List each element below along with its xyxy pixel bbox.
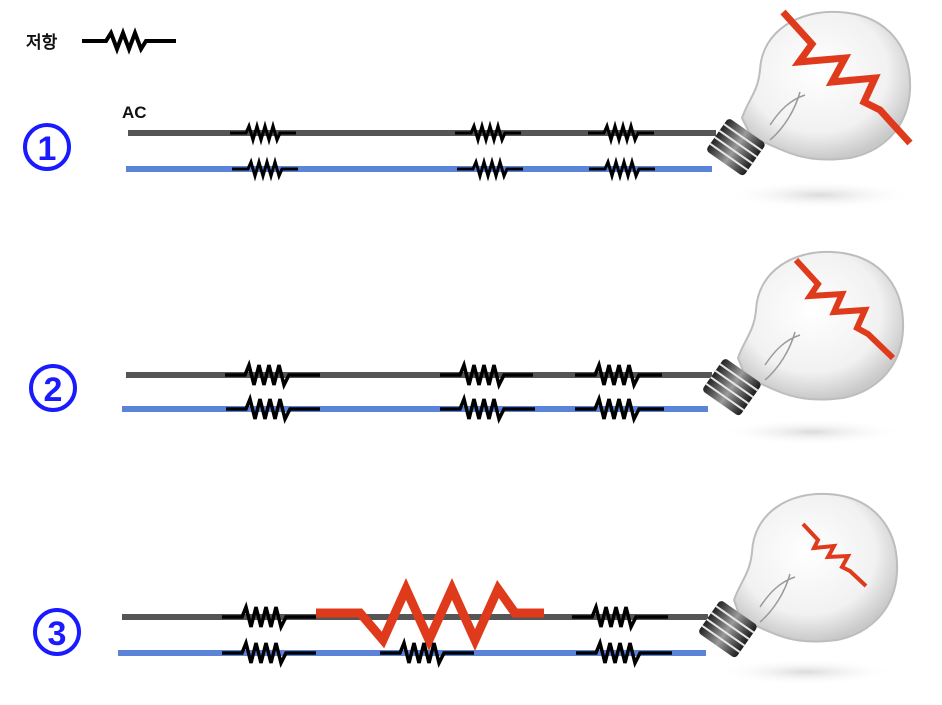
circuit-3: 3 <box>33 492 899 685</box>
legend-resistor-icon <box>82 27 176 55</box>
ac-label: AC <box>122 103 147 122</box>
light-bulb-icon <box>703 250 905 445</box>
bulb-resistor-icon <box>780 9 913 146</box>
circuit-number: 2 <box>44 371 63 409</box>
legend-label: 저항 <box>26 32 58 53</box>
circuit-number: 1 <box>38 130 57 168</box>
resistor-icon <box>222 637 316 669</box>
legend: 저항 <box>26 27 176 55</box>
resistor-icon <box>575 359 662 391</box>
resistor-icon <box>457 156 523 182</box>
resistor-icon <box>230 120 296 146</box>
resistor-icon <box>225 359 320 391</box>
circuit-1: AC 1 <box>23 9 915 209</box>
resistor-icon <box>455 120 521 146</box>
resistor-icon <box>232 156 298 182</box>
resistor-highlight-icon <box>316 578 544 651</box>
resistor-icon <box>222 601 316 633</box>
resistor-icon <box>575 393 664 425</box>
light-bulb-icon <box>699 492 899 685</box>
circled-number-1-icon: 1 <box>23 123 71 171</box>
resistor-icon <box>440 393 535 425</box>
circuit-2: 2 <box>29 250 905 445</box>
resistor-icon <box>440 359 533 391</box>
circled-number-3-icon: 3 <box>33 608 81 656</box>
resistor-icon <box>576 637 672 669</box>
resistor-icon <box>589 156 655 182</box>
circuit-number: 3 <box>48 615 67 653</box>
resistor-icon <box>226 393 320 425</box>
resistor-icon <box>588 120 654 146</box>
resistor-icon <box>572 601 668 633</box>
bulb-resistor-icon <box>801 522 868 588</box>
bulb-resistor-icon <box>793 257 896 361</box>
resistor-icon <box>380 637 474 669</box>
circled-number-2-icon: 2 <box>29 364 77 412</box>
